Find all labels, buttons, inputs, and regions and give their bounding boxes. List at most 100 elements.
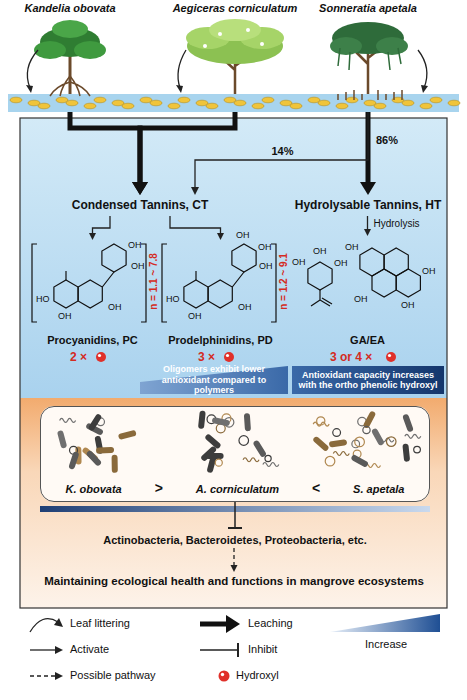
legend-samples	[330, 614, 440, 632]
fallen-leaf	[420, 103, 432, 109]
coccus	[265, 455, 271, 461]
rod-bacterium	[206, 453, 224, 459]
species-label: Kandelia obovata	[10, 2, 130, 112]
bacteria-text: Actinobacteria, Bacteroidetes, Proteobac…	[40, 530, 430, 548]
coccus	[355, 437, 365, 447]
compound-box: Prodelphinidins, PD	[158, 240, 283, 346]
fallen-leaf	[430, 97, 442, 103]
microbe-box	[40, 406, 430, 512]
pneumatophore	[393, 92, 395, 100]
connector	[364, 216, 371, 236]
atom-label: OH	[128, 240, 142, 250]
aegiceras-plant	[203, 44, 207, 48]
ellagic-acid-structure	[372, 269, 396, 297]
legend-text: Inhibit	[248, 643, 277, 655]
hydroxyl-dots	[388, 354, 391, 357]
fallen-leaf	[168, 103, 180, 109]
legend-text: Increase	[365, 638, 407, 650]
node-text: Procyanidins, PC	[30, 334, 155, 346]
coccus	[239, 436, 249, 446]
legend-samples	[30, 675, 56, 676]
legend-samples	[54, 618, 63, 627]
water-band	[8, 94, 459, 112]
kandelia-plant	[26, 85, 33, 93]
microbes	[57, 410, 421, 473]
edge-label: Hydrolysis	[374, 218, 420, 229]
rod-bacterium	[212, 417, 231, 427]
rod-bacterium	[57, 430, 67, 449]
atom-label: OH	[108, 302, 122, 312]
water-band	[8, 94, 460, 112]
hydroxyl-dots	[98, 354, 101, 357]
connector	[132, 112, 235, 195]
sonneratia-plant	[330, 22, 428, 100]
legend-samples	[30, 619, 58, 632]
hydroxyl-dots	[226, 354, 229, 357]
fallen-leaf	[290, 103, 302, 109]
atom-label: OH	[58, 311, 72, 321]
node-text: <	[312, 482, 320, 495]
node-text: Prodelphinidins, PD	[158, 334, 283, 346]
pneumatophore	[361, 94, 363, 100]
procyanidin-structure	[102, 244, 126, 272]
atom-label: OH	[334, 258, 348, 268]
prodelphinidin-structure	[208, 280, 232, 308]
legend-text: Activate	[70, 643, 109, 655]
kandelia-plant	[52, 20, 88, 38]
rod-bacterium	[402, 414, 414, 433]
connector-line	[70, 112, 140, 183]
coccus	[363, 426, 370, 433]
node-text: Condensed Tannins, CT	[60, 198, 220, 212]
atom-label: OH	[259, 261, 273, 271]
sonneratia-plant	[338, 48, 401, 70]
fallen-leaf	[318, 100, 330, 106]
rod-bacterium	[329, 439, 348, 447]
rod-bacterium	[252, 440, 267, 458]
sonneratia-plant	[330, 37, 362, 55]
legend-text: Possible pathway	[70, 669, 156, 681]
procyanidin-structure	[54, 280, 78, 308]
prodelphinidin-structure	[232, 244, 256, 272]
hydroxyl-count: 3 or 4 ×	[330, 350, 372, 364]
fallen-leaf	[206, 103, 218, 109]
node-text: Actinobacteria, Bacteroidetes, Proteobac…	[40, 534, 430, 546]
spirillum	[243, 458, 259, 462]
arrow-head	[364, 229, 371, 236]
pneumatophores	[338, 90, 402, 100]
kandelia-plant	[26, 20, 106, 96]
rod-bacterium	[204, 433, 222, 449]
kandelia-plant	[27, 50, 38, 88]
prodelphinidin-structure	[196, 271, 244, 287]
atom-label: HO	[166, 294, 180, 304]
fallen-leaf	[374, 103, 386, 109]
legend-samples	[55, 672, 63, 680]
connector	[89, 216, 110, 240]
pneumatophore	[353, 90, 355, 100]
coccus	[333, 429, 341, 437]
atom-label: OH	[292, 257, 306, 267]
prodelphinidin-structure	[162, 244, 276, 322]
spirillum	[333, 452, 349, 456]
rod-bacterium	[118, 430, 137, 440]
fallen-leaf	[178, 97, 190, 103]
coccus	[325, 456, 335, 466]
atom-label: OH	[345, 242, 359, 252]
microbe-box	[40, 406, 430, 502]
compound-box: Procyanidins, PC	[30, 240, 155, 346]
repeat-range: n = 1.2 ~ 9.1	[278, 246, 289, 318]
fallen-leaf	[234, 100, 246, 106]
node-text: Maintaining ecological health and functi…	[26, 575, 442, 587]
rod-bacterium	[312, 436, 330, 452]
fallen-leaf	[346, 97, 358, 103]
procyanidin-structure	[32, 244, 146, 322]
rod-bacterium	[350, 454, 369, 468]
atom-label: OH	[313, 246, 327, 256]
legend-samples	[200, 649, 238, 651]
ellagic-acid-structure	[384, 248, 408, 276]
gradient-bars	[140, 366, 288, 394]
connector	[231, 548, 238, 572]
prodelphinidin-structure	[184, 280, 208, 308]
fallen-leaf	[262, 97, 274, 103]
ellagic-acid-structure	[396, 269, 420, 297]
